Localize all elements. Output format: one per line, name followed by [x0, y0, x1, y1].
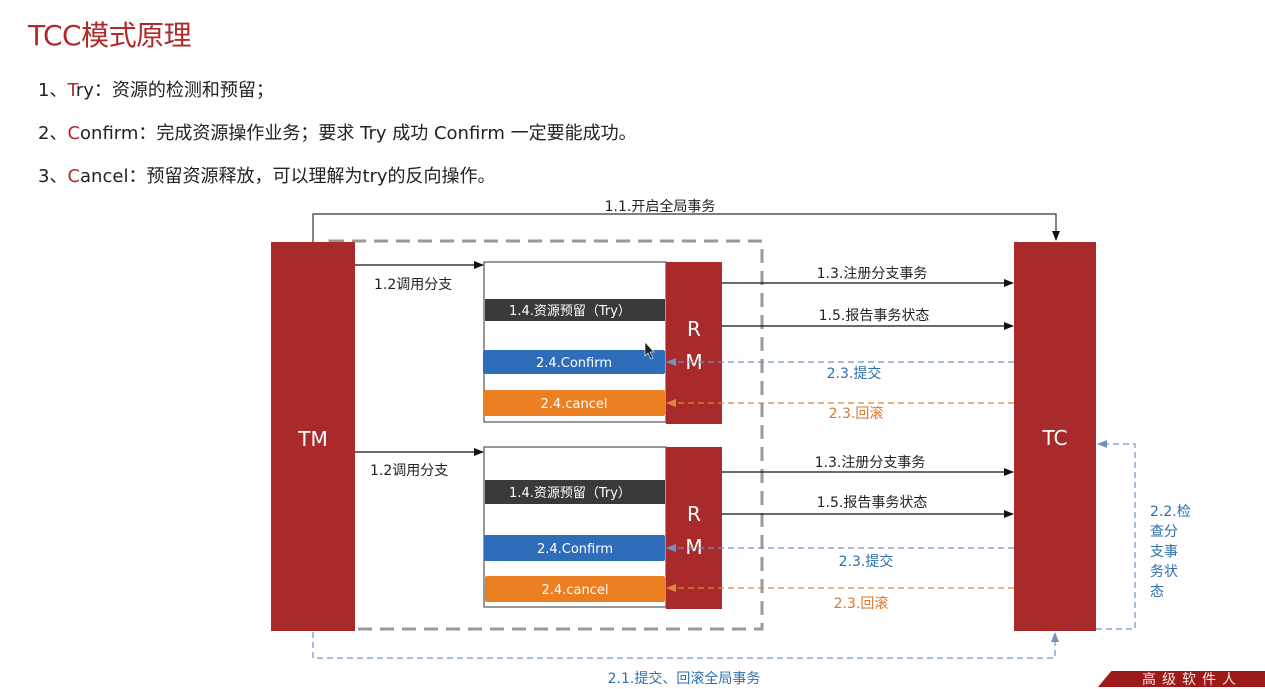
check-status-line: 支事	[1150, 544, 1178, 560]
bullet-initial: C	[67, 123, 81, 144]
confirm-bar	[483, 350, 665, 374]
commit-label: 2.3.提交	[827, 365, 882, 382]
tm-block	[271, 242, 355, 631]
confirm-label: 2.4.Confirm	[536, 356, 612, 371]
branch-2: R M 1.2调用分支 1.4.资源预留（Try） 2.4.Confirm 2.…	[355, 446, 1014, 612]
rm-label-r: R	[687, 502, 701, 526]
try-bar	[485, 299, 665, 321]
check-status-line: 查分	[1150, 524, 1178, 540]
global-commit-label: 2.1.提交、回滚全局事务	[608, 670, 761, 687]
brand-logo-text: 高级软件人	[1142, 672, 1242, 688]
confirm-bar	[484, 535, 665, 561]
confirm-label: 2.4.Confirm	[537, 542, 613, 557]
branch-1: R M 1.2调用分支 1.4.资源预留（Try） 2.4.Confirm 2.…	[355, 261, 1014, 424]
bullet-initial: T	[67, 80, 76, 101]
call-branch-label: 1.2调用分支	[374, 277, 452, 293]
tm-label: TM	[297, 427, 327, 451]
bullet-item-confirm: 2、Confirm：完成资源操作业务；要求 Try 成功 Confirm 一定要…	[38, 119, 637, 162]
call-branch-label: 1.2调用分支	[370, 463, 448, 479]
register-label: 1.3.注册分支事务	[817, 266, 928, 282]
check-status-line: 态	[1150, 584, 1164, 600]
mouse-cursor-icon	[644, 341, 655, 360]
commit-label: 2.3.提交	[839, 553, 894, 570]
bullet-number: 2、	[38, 123, 68, 144]
report-label: 1.5.报告事务状态	[819, 308, 930, 324]
tc-label: TC	[1041, 426, 1067, 450]
cancel-label: 2.4.cancel	[542, 583, 609, 598]
page-title: TCC模式原理	[28, 19, 192, 52]
check-status-line: 务状	[1150, 564, 1178, 580]
rm-block	[666, 262, 722, 424]
rm-label-r: R	[687, 317, 701, 341]
global-begin-label: 1.1.开启全局事务	[605, 198, 716, 215]
global-commit-arrow	[312, 632, 1059, 659]
cancel-bar	[485, 576, 665, 602]
try-label: 1.4.资源预留（Try）	[509, 486, 631, 501]
rollback-label: 2.3.回滚	[829, 405, 884, 422]
tc-block	[1014, 242, 1096, 631]
bullet-list: 1、Try：资源的检测和预留； 2、Confirm：完成资源操作业务；要求 Tr…	[38, 76, 637, 205]
bullet-initial: C	[67, 166, 81, 187]
rollback-label: 2.3.回滚	[834, 595, 889, 612]
cancel-label: 2.4.cancel	[541, 397, 608, 412]
bullet-item-try: 1、Try：资源的检测和预留；	[38, 76, 637, 119]
bullet-item-cancel: 3、Cancel：预留资源释放，可以理解为try的反向操作。	[38, 162, 637, 205]
bullet-number: 3、	[38, 166, 68, 187]
bullet-text: onfirm：完成资源操作业务；要求 Try 成功 Confirm 一定要能成功…	[80, 123, 637, 144]
rm-block	[666, 447, 722, 609]
bullet-text: ry：资源的检测和预留；	[75, 80, 274, 101]
global-begin-arrow	[312, 213, 1060, 242]
try-bar	[485, 480, 665, 504]
check-status-arrow	[1096, 440, 1136, 630]
cancel-bar	[484, 390, 665, 416]
check-status-label: 2.2.检 查分 支事 务状 态	[1150, 504, 1191, 600]
report-label: 1.5.报告事务状态	[817, 495, 928, 511]
bullet-text: ancel：预留资源释放，可以理解为try的反向操作。	[80, 166, 496, 187]
rm-label-m: M	[685, 535, 702, 559]
rm-group-box	[328, 239, 764, 631]
check-status-line: 2.2.检	[1150, 504, 1191, 520]
register-label: 1.3.注册分支事务	[815, 455, 926, 471]
bullet-number: 1、	[38, 80, 68, 101]
try-label: 1.4.资源预留（Try）	[509, 304, 631, 319]
brand-logo: 高级软件人	[1098, 671, 1265, 687]
